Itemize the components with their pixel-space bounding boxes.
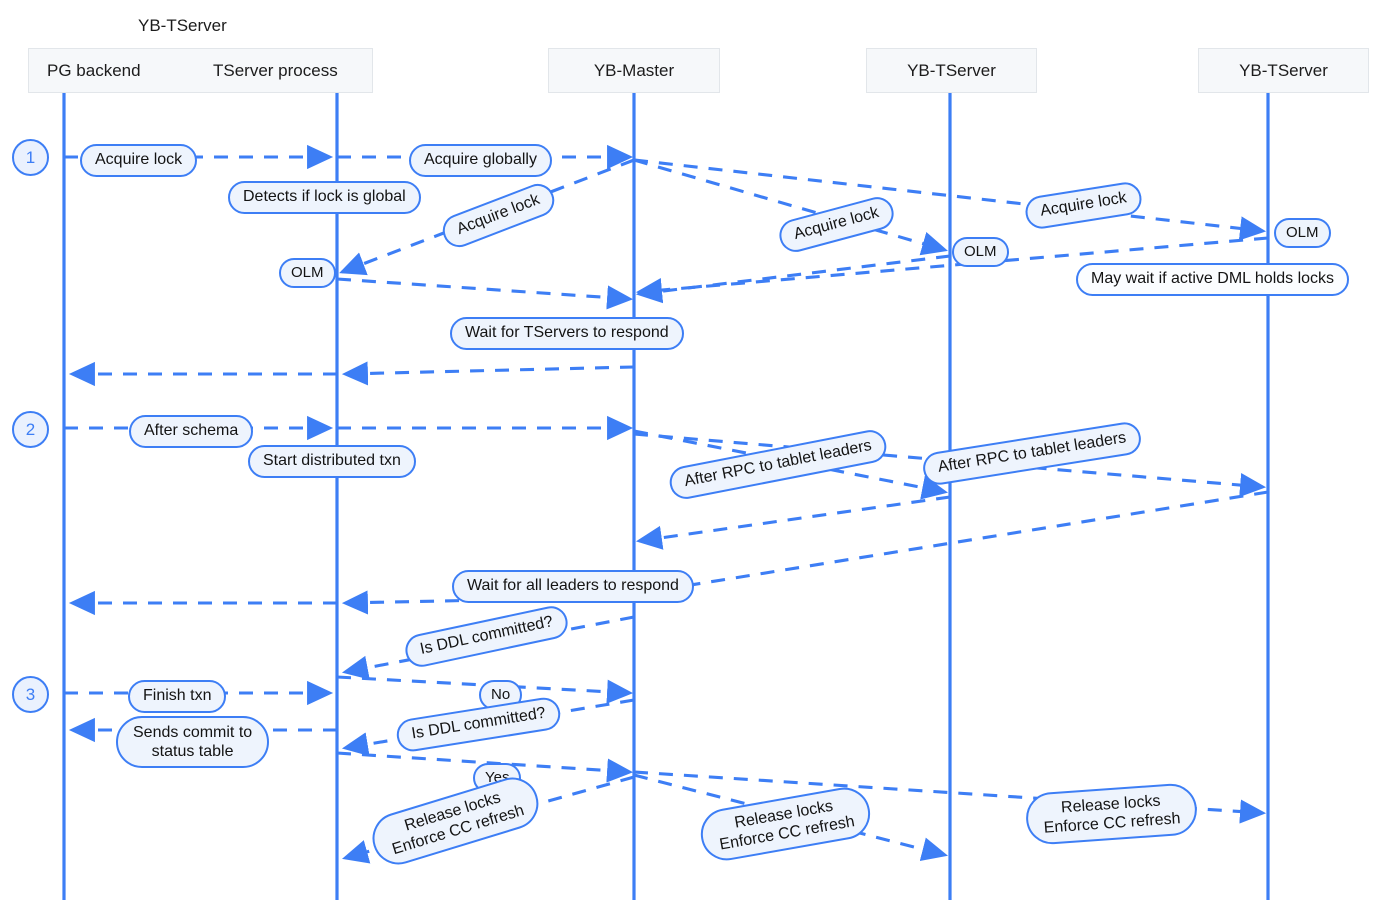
message-label-olm-tserver-4: OLM — [1274, 218, 1331, 248]
actor-box-yb-master: YB-Master — [548, 48, 720, 93]
message-label-olm-tserver-process: OLM — [279, 258, 336, 288]
message-label-olm-tserver-3: OLM — [952, 237, 1009, 267]
actor-box-tserver-combined: PG backend TServer process — [28, 48, 373, 93]
sends-commit-line-2: status table — [151, 743, 234, 761]
lifelines — [62, 93, 1270, 900]
message-label-detects-if-lock-is-global: Detects if lock is global — [228, 181, 421, 214]
actor-box-yb-tserver-4: YB-TServer — [1198, 48, 1369, 93]
group-title-yb-tserver: YB-TServer — [138, 16, 227, 35]
arrow-acquire-lock-to-tserver-4 — [633, 158, 1267, 241]
message-label-acquire-globally: Acquire globally — [409, 144, 552, 177]
actor-box-yb-tserver-3: YB-TServer — [866, 48, 1037, 93]
step-number-2: 2 — [12, 411, 49, 448]
arrow-master-to-tserver-4-rpc — [633, 432, 1267, 498]
message-label-acquire-lock: Acquire lock — [80, 144, 198, 177]
arrow-tserver-4-to-master — [635, 236, 1269, 303]
message-label-wait-for-tservers: Wait for TServers to respond — [450, 317, 684, 350]
actor-label-tserver-process: TServer process — [213, 60, 338, 80]
arrow-tserver-3-to-master-2 — [635, 495, 951, 550]
arrow-tserver-process-to-master — [336, 277, 634, 310]
sends-commit-line-1: Sends commit to — [133, 724, 253, 741]
message-label-after-schema: After schema — [129, 415, 254, 448]
message-label-finish-txn: Finish txn — [128, 680, 227, 713]
arrow-acquire-lock-to-tserver-3 — [633, 158, 948, 256]
step-number-1: 1 — [12, 139, 49, 176]
message-label-may-wait-active-dml: May wait if active DML holds locks — [1076, 263, 1350, 296]
arrow-master-to-tserver-process-1 — [341, 361, 635, 386]
step-number-3: 3 — [12, 676, 49, 713]
actor-label-pg-backend: PG backend — [47, 60, 141, 80]
message-label-sends-commit-to-status-table: Sends commit to status table — [116, 716, 270, 769]
message-label-wait-for-all-leaders: Wait for all leaders to respond — [452, 570, 694, 603]
message-label-start-distributed-txn: Start distributed txn — [248, 445, 416, 478]
arrow-tserver-4-to-master-2 — [637, 490, 1269, 602]
